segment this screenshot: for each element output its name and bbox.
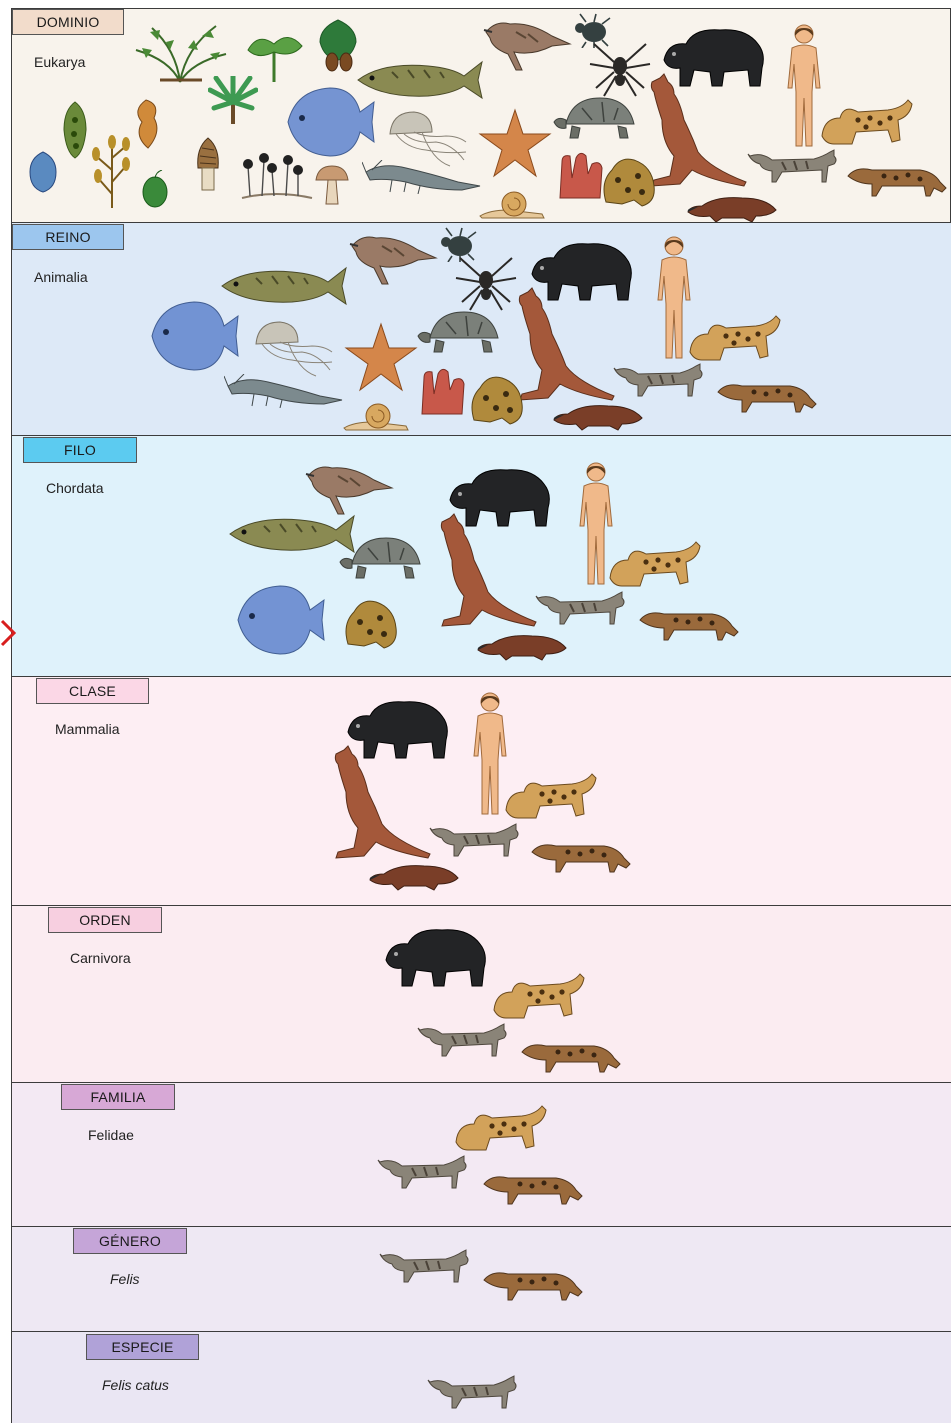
taxon-name: Felidae <box>88 1127 134 1143</box>
protist-illustration <box>60 100 90 165</box>
cat-illustration <box>374 1242 474 1291</box>
rank-label: FILO <box>23 437 137 463</box>
rank-label: REINO <box>12 224 124 250</box>
taxon-name: Felis <box>110 1271 140 1287</box>
taxon-name: Animalia <box>34 269 88 285</box>
rank-label: FAMILIA <box>61 1084 175 1110</box>
frog-illustration <box>598 152 658 215</box>
morel-illustration <box>194 136 222 197</box>
cat-illustration <box>422 1368 522 1417</box>
ocelot-illustration <box>634 602 744 649</box>
ocelot-illustration <box>516 1034 626 1081</box>
cat-illustration <box>372 1148 472 1197</box>
sponge-illustration <box>418 364 468 421</box>
mushroom-illustration <box>312 162 352 211</box>
rank-label: ESPECIE <box>86 1334 199 1360</box>
chevron-right-icon <box>0 619 16 652</box>
rank-label: GÉNERO <box>73 1228 187 1254</box>
bird-illustration <box>482 14 572 79</box>
taxon-name: Mammalia <box>55 721 120 737</box>
rank-label: DOMINIO <box>12 9 124 35</box>
turtle-illustration <box>552 94 642 145</box>
snail-illustration <box>342 402 410 437</box>
ocelot-illustration <box>842 158 951 205</box>
taxon-name: Chordata <box>46 480 104 496</box>
tang-illustration <box>234 580 326 663</box>
ocelot-illustration <box>712 374 822 421</box>
cat-illustration <box>412 1016 512 1065</box>
cat-illustration <box>530 584 630 633</box>
ocelot-illustration <box>526 834 636 881</box>
frog-illustration <box>340 594 400 657</box>
platypus-illustration <box>552 398 644 437</box>
left-border <box>11 8 12 1423</box>
turtle-illustration <box>338 534 428 585</box>
frog-illustration <box>466 370 526 433</box>
platypus-illustration <box>368 858 460 897</box>
starfish-illustration <box>344 322 418 397</box>
snail-illustration <box>478 190 546 225</box>
shrimp-illustration <box>224 374 344 413</box>
kangaroo-illustration <box>430 512 540 637</box>
tree-illustration <box>208 76 258 131</box>
mold-illustration <box>236 150 316 205</box>
rank-label: CLASE <box>36 678 149 704</box>
starfish-illustration <box>478 108 552 183</box>
ocelot-illustration <box>478 1262 588 1309</box>
rank-label: ORDEN <box>48 907 162 933</box>
shrimp-illustration <box>362 160 482 199</box>
kangaroo-illustration <box>324 744 434 869</box>
egg-illustration <box>140 170 170 215</box>
turtle-illustration <box>416 308 506 359</box>
bluecell-illustration <box>26 150 60 199</box>
platypus-illustration <box>476 628 568 667</box>
seaweed-illustration <box>128 96 164 155</box>
cat-illustration <box>742 142 842 191</box>
taxon-name: Felis catus <box>102 1377 169 1393</box>
bear-illustration <box>382 920 492 997</box>
tang-illustration <box>148 296 240 379</box>
taxon-name: Eukarya <box>34 54 85 70</box>
taxon-name: Carnivora <box>70 950 131 966</box>
bird-illustration <box>348 228 438 293</box>
ocelot-illustration <box>478 1166 588 1213</box>
